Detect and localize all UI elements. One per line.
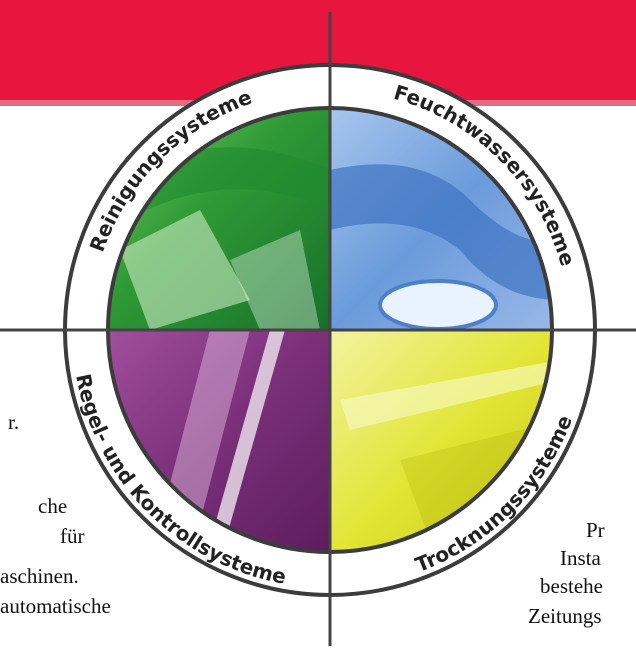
bg-text-left-4: aschinen. [0, 564, 79, 588]
bg-text-left-1: r. [8, 410, 20, 434]
bg-text-right-1: Pr [586, 518, 605, 542]
bg-text-right-3: bestehe [540, 574, 603, 598]
bg-text-right-4: Zeitungs [528, 604, 602, 628]
bg-text-left-5: automatische [0, 594, 111, 618]
bg-text-right-2: Insta [560, 546, 601, 570]
bg-text-left-3: für [60, 524, 85, 548]
bg-text-left-2: che [38, 494, 68, 518]
accent-banner [0, 0, 636, 100]
